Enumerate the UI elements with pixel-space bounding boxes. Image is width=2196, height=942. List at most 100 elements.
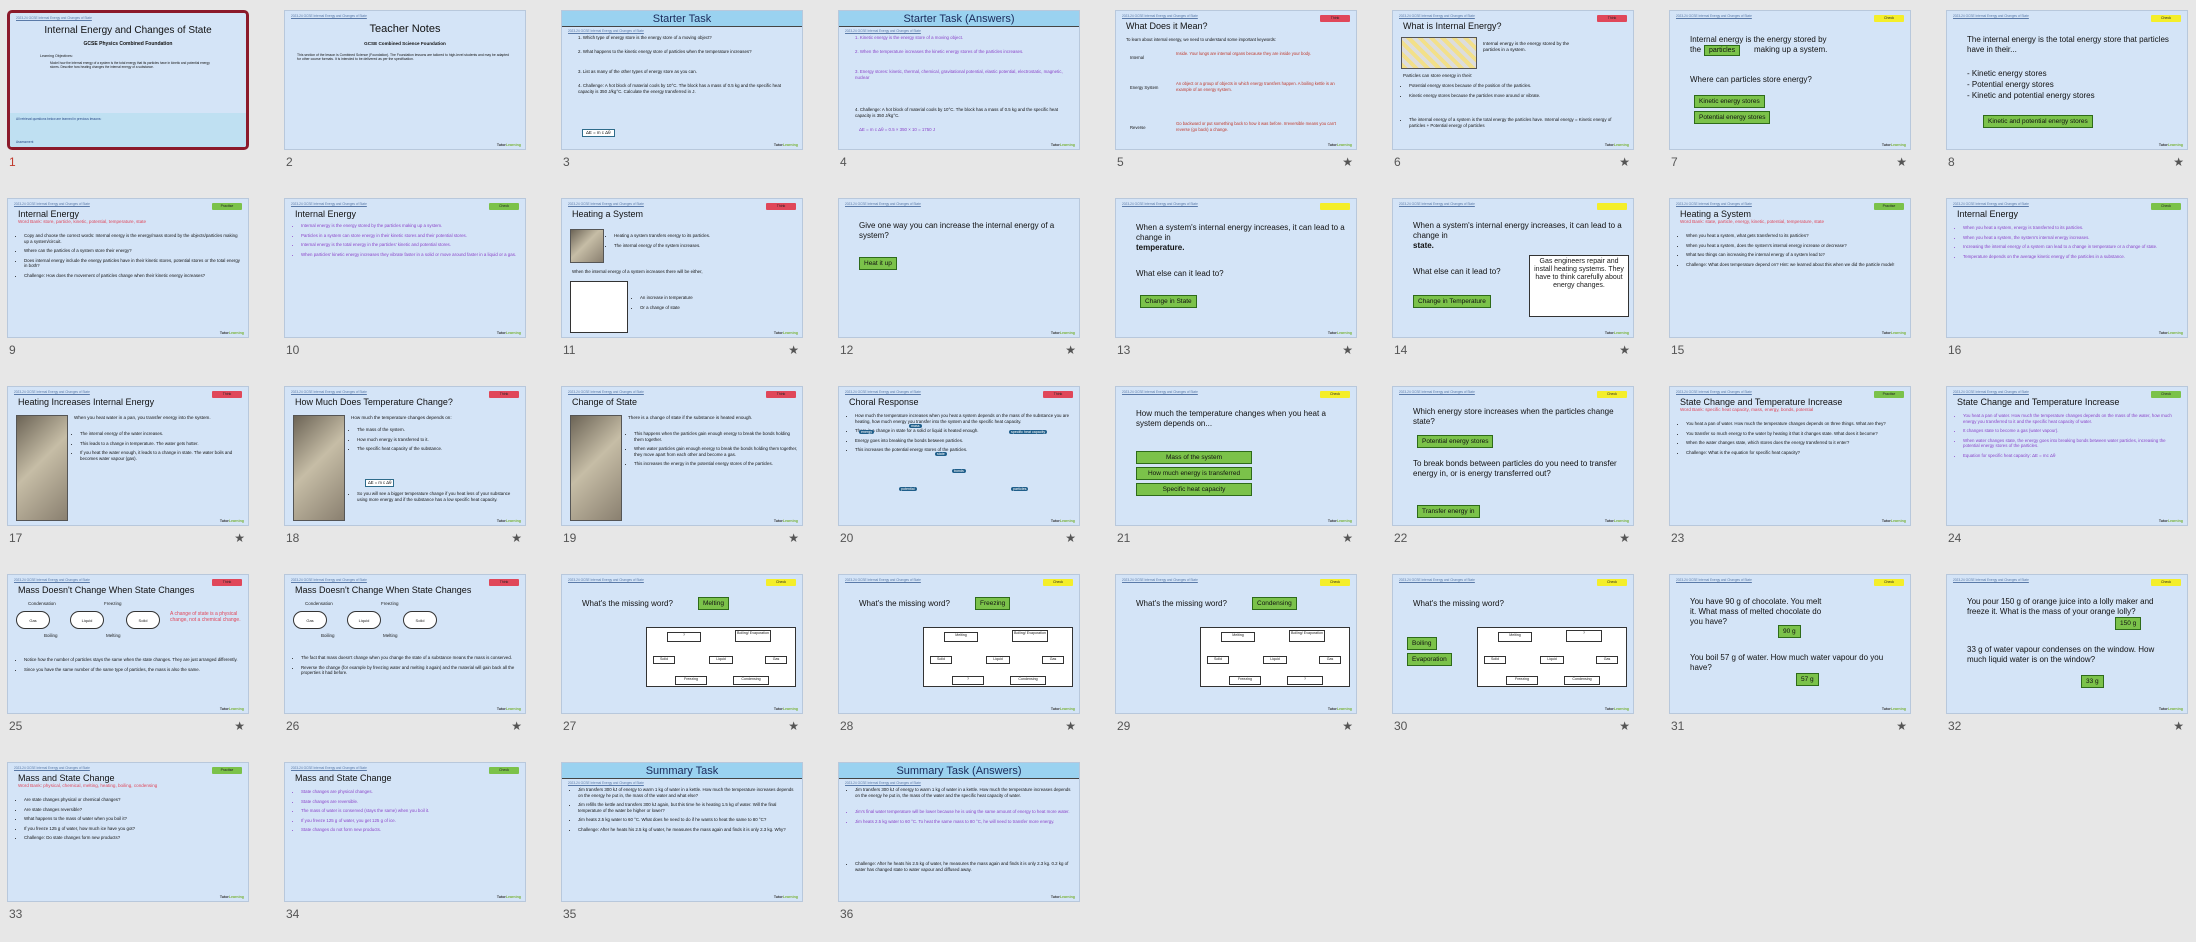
slide-thumbnail-32[interactable]: 2023-24 GCSE Internal Energy and Changes… [1946,574,2188,754]
slide-badge: Check [2151,203,2181,210]
bullet-item: This increases the potential energy stor… [855,447,1071,453]
slide-thumbnail-25[interactable]: 2023-24 GCSE Internal Energy and Changes… [7,574,249,754]
slide-number: 19 [563,531,577,545]
slide-canvas[interactable]: 2023-24 GCSE Internal Energy and Changes… [1669,574,1911,714]
slide-canvas[interactable]: 2023-24 GCSE Internal Energy and Changes… [1669,10,1911,150]
slide-canvas[interactable]: 2023-24 GCSE Internal Energy and Changes… [1669,198,1911,338]
slide-thumbnail-30[interactable]: 2023-24 GCSE Internal Energy and Changes… [1392,574,1634,754]
slide-thumbnail-14[interactable]: 2023-24 GCSE Internal Energy and Changes… [1392,198,1634,378]
slide-thumbnail-16[interactable]: 2023-24 GCSE Internal Energy and Changes… [1946,198,2188,378]
slide-thumbnail-10[interactable]: 2023-24 GCSE Internal Energy and Changes… [284,198,526,378]
slide-thumbnail-15[interactable]: 2023-24 GCSE Internal Energy and Changes… [1669,198,1911,378]
slide-canvas[interactable]: 2023-24 GCSE Internal Energy and Changes… [7,386,249,526]
slide-thumbnail-34[interactable]: 2023-24 GCSE Internal Energy and Changes… [284,762,526,942]
slide-canvas[interactable]: 2023-24 GCSE Internal Energy and Changes… [7,762,249,902]
slide-canvas[interactable]: 2023-24 GCSE Internal Energy and Changes… [7,10,249,150]
slide-thumbnail-5[interactable]: 2023-24 GCSE Internal Energy and Changes… [1115,10,1357,190]
slide-thumbnail-24[interactable]: 2023-24 GCSE Internal Energy and Changes… [1946,386,2188,566]
slide-thumbnail-9[interactable]: 2023-24 GCSE Internal Energy and Changes… [7,198,249,378]
slide-thumbnail-27[interactable]: 2023-24 GCSE Internal Energy and Changes… [561,574,803,754]
slide-thumbnail-19[interactable]: 2023-24 GCSE Internal Energy and Changes… [561,386,803,566]
slide-canvas[interactable]: 2023-24 GCSE Internal Energy and Changes… [1392,10,1634,150]
slide-canvas[interactable]: 2023-24 GCSE Internal Energy and Changes… [1115,386,1357,526]
slide-canvas[interactable]: 2023-24 GCSE Internal Energy and Changes… [1392,386,1634,526]
slide-thumbnail-17[interactable]: 2023-24 GCSE Internal Energy and Changes… [7,386,249,566]
slide-thumbnail-33[interactable]: 2023-24 GCSE Internal Energy and Changes… [7,762,249,942]
star-icon[interactable]: ★ [1065,531,1076,545]
slide-thumbnail-1[interactable]: 2023-24 GCSE Internal Energy and Changes… [7,10,249,190]
slide-thumbnail-21[interactable]: 2023-24 GCSE Internal Energy and Changes… [1115,386,1357,566]
star-icon[interactable]: ★ [1065,719,1076,733]
star-icon[interactable]: ★ [1619,343,1630,357]
slide-thumbnail-13[interactable]: 2023-24 GCSE Internal Energy and Changes… [1115,198,1357,378]
star-icon[interactable]: ★ [511,719,522,733]
slide-canvas[interactable]: 2023-24 GCSE Internal Energy and Changes… [7,574,249,714]
star-icon[interactable]: ★ [2173,155,2184,169]
slide-canvas[interactable]: 2023-24 GCSE Internal Energy and Changes… [284,10,526,150]
slide-canvas[interactable]: 2023-24 GCSE Internal Energy and Changes… [284,198,526,338]
slide-canvas[interactable]: 2023-24 GCSE Internal Energy and Changes… [1946,10,2188,150]
slide-thumbnail-7[interactable]: 2023-24 GCSE Internal Energy and Changes… [1669,10,1911,190]
star-icon[interactable]: ★ [1619,531,1630,545]
star-icon[interactable]: ★ [1342,155,1353,169]
star-icon[interactable]: ★ [1896,719,1907,733]
star-icon[interactable]: ★ [788,719,799,733]
star-icon[interactable]: ★ [1619,155,1630,169]
slide-canvas[interactable]: 2023-24 GCSE Internal Energy and Changes… [1115,574,1357,714]
slide-canvas[interactable]: 2023-24 GCSE Internal Energy and Changes… [284,762,526,902]
slide-canvas[interactable]: 2023-24 GCSE Internal Energy and Changes… [7,198,249,338]
slide-thumbnail-23[interactable]: 2023-24 GCSE Internal Energy and Changes… [1669,386,1911,566]
slide-thumbnail-18[interactable]: 2023-24 GCSE Internal Energy and Changes… [284,386,526,566]
slide-canvas[interactable]: 2023-24 GCSE Internal Energy and Changes… [561,574,803,714]
slide-canvas[interactable]: 2023-24 GCSE Internal Energy and Changes… [838,198,1080,338]
slide-thumbnail-8[interactable]: 2023-24 GCSE Internal Energy and Changes… [1946,10,2188,190]
star-icon[interactable]: ★ [1896,155,1907,169]
slide-canvas[interactable]: 2023-24 GCSE Internal Energy and Changes… [1946,198,2188,338]
slide-thumbnail-26[interactable]: 2023-24 GCSE Internal Energy and Changes… [284,574,526,754]
diagram-label-d4: Condensing [1564,676,1600,685]
slide-thumbnail-6[interactable]: 2023-24 GCSE Internal Energy and Changes… [1392,10,1634,190]
slide-canvas[interactable]: 2023-24 GCSE Internal Energy and Changes… [838,386,1080,526]
slide-thumbnail-28[interactable]: 2023-24 GCSE Internal Energy and Changes… [838,574,1080,754]
star-icon[interactable]: ★ [234,719,245,733]
slide-thumbnail-31[interactable]: 2023-24 GCSE Internal Energy and Changes… [1669,574,1911,754]
slide-thumbnail-2[interactable]: 2023-24 GCSE Internal Energy and Changes… [284,10,526,190]
star-icon[interactable]: ★ [1065,343,1076,357]
slide-canvas[interactable]: 2023-24 GCSE Internal Energy and Changes… [561,386,803,526]
slide-canvas[interactable]: 2023-24 GCSE Internal Energy and Changes… [1115,198,1357,338]
slide-canvas[interactable]: 2023-24 GCSE Internal Energy and Changes… [561,198,803,338]
star-icon[interactable]: ★ [1342,719,1353,733]
star-icon[interactable]: ★ [1342,531,1353,545]
slide-thumbnail-22[interactable]: 2023-24 GCSE Internal Energy and Changes… [1392,386,1634,566]
slide-canvas[interactable]: 2023-24 GCSE Internal Energy and Changes… [1392,198,1634,338]
slide-canvas[interactable]: 2023-24 GCSE Internal Energy and Changes… [838,574,1080,714]
star-icon[interactable]: ★ [234,531,245,545]
star-icon[interactable]: ★ [511,531,522,545]
slide-thumbnail-29[interactable]: 2023-24 GCSE Internal Energy and Changes… [1115,574,1357,754]
slide-canvas[interactable]: 2023-24 GCSE Internal Energy and Changes… [1392,574,1634,714]
slide-canvas[interactable]: 2023-24 GCSE Internal Energy and Changes… [1115,10,1357,150]
keyword-chip: energy [859,430,874,434]
star-icon[interactable]: ★ [2173,719,2184,733]
slide-canvas[interactable]: 2023-24 GCSE Internal Energy and Changes… [1669,386,1911,526]
slide-canvas[interactable]: 2023-24 GCSE Internal Energy and Changes… [1946,386,2188,526]
slide-canvas[interactable]: 2023-24 GCSE Internal Energy and Changes… [1946,574,2188,714]
slide-canvas[interactable]: 2023-24 GCSE Internal Energy and Changes… [284,386,526,526]
slide-canvas[interactable]: 2023-24 GCSE Internal Energy and Changes… [284,574,526,714]
star-icon[interactable]: ★ [1619,719,1630,733]
slide-thumbnail-11[interactable]: 2023-24 GCSE Internal Energy and Changes… [561,198,803,378]
star-icon[interactable]: ★ [1342,343,1353,357]
slide-thumbnail-12[interactable]: 2023-24 GCSE Internal Energy and Changes… [838,198,1080,378]
star-icon[interactable]: ★ [788,531,799,545]
slide-thumbnail-20[interactable]: 2023-24 GCSE Internal Energy and Changes… [838,386,1080,566]
slide-number: 27 [563,719,577,733]
star-icon[interactable]: ★ [788,343,799,357]
